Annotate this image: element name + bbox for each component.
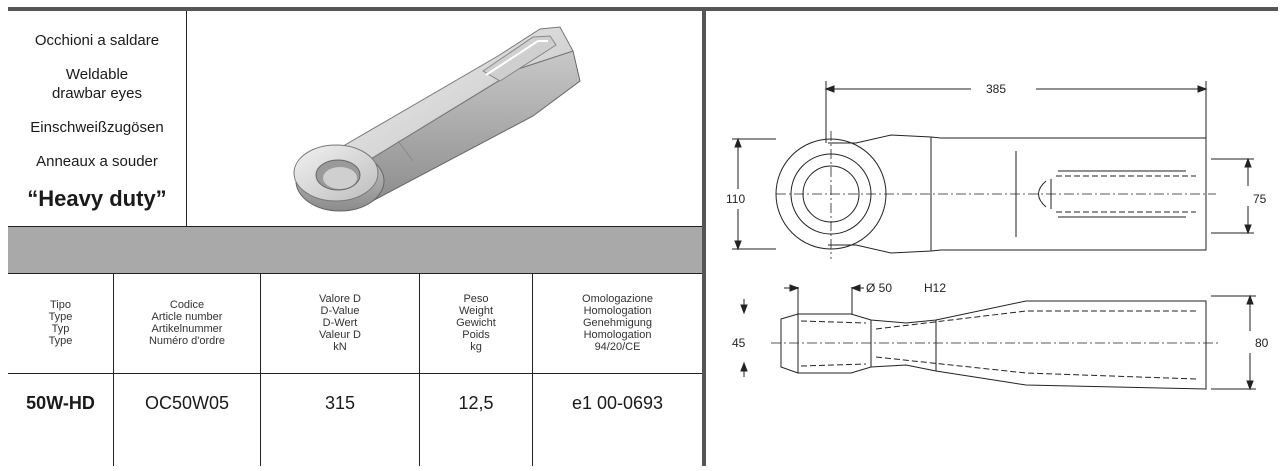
dim-height-side: 80 bbox=[1255, 336, 1269, 350]
title-italian: Occhioni a saldare bbox=[34, 32, 160, 49]
cell-article-number: OC50W05 bbox=[144, 393, 230, 413]
dim-height-front: 110 bbox=[726, 192, 745, 206]
spec-table: Tipo Type Typ Type 50W-HD Codice Article… bbox=[8, 273, 702, 466]
vertical-divider bbox=[702, 7, 706, 466]
dim-thickness: 45 bbox=[732, 336, 746, 350]
title-cell: Occhioni a saldare Weldable drawbar eyes… bbox=[8, 11, 187, 226]
header-weight: Peso Weight Gewicht Poids kg bbox=[456, 293, 496, 353]
cell-type: 50W-HD bbox=[26, 393, 95, 413]
header-separator bbox=[8, 373, 702, 374]
top-view-outline bbox=[828, 134, 1207, 254]
cell-homologation: e1 00-0693 bbox=[571, 393, 664, 413]
header-homologation: Omologazione Homologation Genehmigung Ho… bbox=[582, 293, 653, 353]
dim-width-end: 75 bbox=[1253, 192, 1267, 206]
gray-band bbox=[8, 226, 702, 274]
technical-drawing: 385 110 75 Ø 50 H12 45 80 bbox=[706, 11, 1278, 466]
side-view-outline bbox=[780, 300, 1207, 390]
column-type: Tipo Type Typ Type 50W-HD bbox=[8, 273, 114, 466]
heavy-duty-label: “Heavy duty” bbox=[27, 186, 167, 211]
header-type: Tipo Type Typ Type bbox=[48, 299, 73, 347]
dim-diameter: Ø 50 bbox=[866, 281, 892, 295]
dim-length: 385 bbox=[986, 82, 1006, 96]
title-german: Einschweißzugösen bbox=[30, 119, 164, 136]
dim-tolerance: H12 bbox=[924, 281, 946, 295]
spec-sheet-left: Occhioni a saldare Weldable drawbar eyes… bbox=[8, 11, 702, 466]
header-d-value: Valore D D-Value D-Wert Valeur D kN bbox=[319, 293, 361, 353]
cell-d-value: 315 bbox=[324, 393, 356, 413]
column-article-number: Codice Article number Artikelnummer Numé… bbox=[114, 273, 261, 466]
product-illustration bbox=[188, 11, 702, 226]
dimension-drawing: 385 110 75 Ø 50 H12 45 80 bbox=[726, 81, 1269, 391]
column-d-value: Valore D D-Value D-Wert Valeur D kN 315 bbox=[261, 273, 420, 466]
drawbar-eye-illustration bbox=[293, 26, 581, 212]
column-weight: Peso Weight Gewicht Poids kg 12,5 bbox=[420, 273, 533, 466]
top-rule bbox=[8, 7, 1278, 11]
title-french: Anneaux a souder bbox=[36, 153, 158, 170]
header-article-number: Codice Article number Artikelnummer Numé… bbox=[148, 299, 226, 347]
cell-weight: 12,5 bbox=[458, 393, 494, 413]
title-english: Weldable drawbar eyes bbox=[51, 66, 143, 102]
column-homologation: Omologazione Homologation Genehmigung Ho… bbox=[533, 273, 702, 466]
